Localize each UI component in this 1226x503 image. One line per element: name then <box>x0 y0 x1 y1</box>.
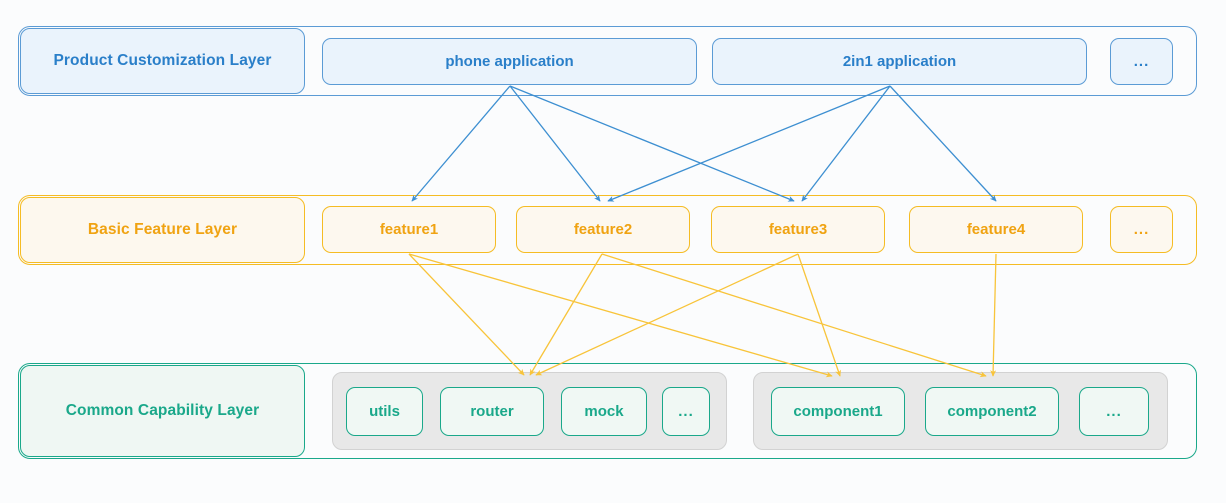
node-feature1[interactable]: feature1 <box>322 206 496 253</box>
edge-feature1-to-router <box>408 253 525 376</box>
edge-feature3-to-component1 <box>797 253 841 377</box>
node-mock[interactable]: mock <box>561 387 647 436</box>
node-feature-more[interactable]: ... <box>1110 206 1173 253</box>
edge-2in1-application-to-feature2 <box>607 85 891 202</box>
edge-feature2-to-router <box>529 253 603 376</box>
node-2in1-application[interactable]: 2in1 application <box>712 38 1087 85</box>
edge-2in1-application-to-feature3 <box>801 85 891 202</box>
node-utils[interactable]: utils <box>346 387 423 436</box>
node-component2[interactable]: component2 <box>925 387 1059 436</box>
edge-feature3-to-router <box>535 253 799 376</box>
node-feature3[interactable]: feature3 <box>711 206 885 253</box>
capability-layer-title: Common Capability Layer <box>20 365 305 457</box>
node-feature4[interactable]: feature4 <box>909 206 1083 253</box>
edge-feature2-to-component2 <box>601 253 987 378</box>
edge-phone-application-to-feature3 <box>509 85 795 202</box>
node-product-more[interactable]: ... <box>1110 38 1173 85</box>
edge-feature1-to-component1 <box>408 253 833 378</box>
edge-2in1-application-to-feature4 <box>889 85 997 202</box>
edge-phone-application-to-feature1 <box>411 85 511 202</box>
node-component-more[interactable]: ... <box>1079 387 1149 436</box>
edge-feature4-to-component2 <box>990 253 997 377</box>
node-router[interactable]: router <box>440 387 544 436</box>
node-feature2[interactable]: feature2 <box>516 206 690 253</box>
node-component1[interactable]: component1 <box>771 387 905 436</box>
node-phone-application[interactable]: phone application <box>322 38 697 85</box>
node-utility-more[interactable]: ... <box>662 387 710 436</box>
product-layer-title: Product Customization Layer <box>20 28 305 94</box>
edge-phone-application-to-feature2 <box>509 85 601 202</box>
feature-layer-title: Basic Feature Layer <box>20 197 305 263</box>
